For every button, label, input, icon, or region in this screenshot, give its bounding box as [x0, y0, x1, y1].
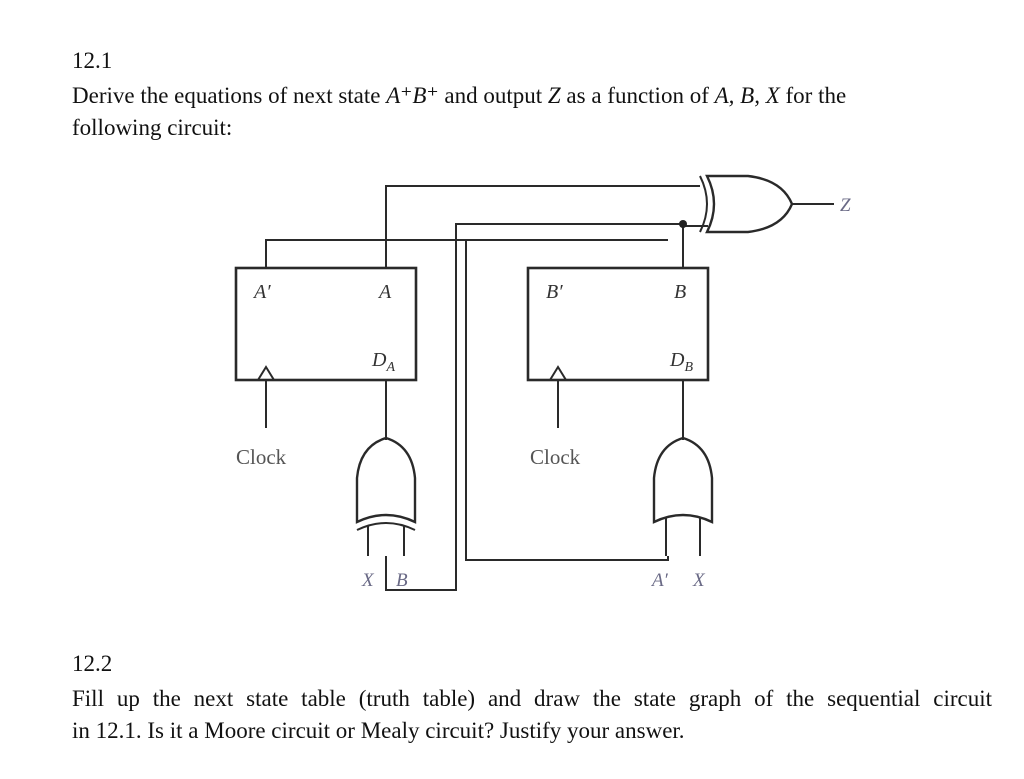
ff-b-qbar-label: B′ [546, 281, 563, 303]
q1-text-part: for the [779, 83, 847, 108]
wire-a-to-z [385, 185, 700, 268]
or-b-input-x-label: X [692, 570, 706, 591]
question-number-12-2: 12.2 [72, 651, 113, 676]
wire-a-prime [265, 239, 668, 268]
clock-label-a: Clock [236, 445, 287, 469]
ff-a-d-main: D [371, 349, 387, 371]
question-text-12-1-line2: following circuit: [72, 115, 233, 140]
xor-output-gate [705, 174, 794, 234]
xor-da-gate [355, 436, 417, 524]
question-number-12-1: 12.1 [72, 48, 113, 73]
ff-b-d-main: D [669, 349, 685, 371]
math-next-state: A⁺B⁺ [386, 83, 439, 108]
junction-dot [679, 220, 687, 228]
math-vars: A, B, X [714, 83, 780, 108]
question-text-12-2: Fill up the next state table (truth tabl… [72, 686, 992, 711]
ff-b-d-label: DB [669, 349, 693, 375]
xor-a-input-b-label: B [396, 570, 408, 591]
output-z-label: Z [840, 195, 851, 216]
ff-a-q-label: A [377, 281, 392, 303]
question-text-12-1: Derive the equations of next state A⁺B⁺ … [72, 80, 846, 112]
clock-triangle-a [257, 365, 275, 381]
xor-a-input-x-label: X [361, 570, 375, 591]
question-text-12-2-line2: in 12.1. Is it a Moore circuit or Mealy … [72, 718, 685, 743]
clock-triangle-b [549, 365, 567, 381]
xor-da-back-arc [356, 522, 416, 531]
clock-label-b: Clock [530, 445, 581, 469]
flip-flop-b [526, 266, 710, 382]
flip-flop-a [234, 266, 418, 382]
wire-b-feedback [385, 223, 683, 591]
ff-a-qbar-label: A′ [252, 281, 271, 303]
q1-text-part: as a function of [560, 83, 715, 108]
or-db-gate [652, 436, 714, 524]
ff-a-d-sub: A [385, 360, 395, 375]
ff-b-q-label: B [674, 281, 686, 303]
wire-a-prime-feedback [465, 240, 669, 561]
q1-text-part: Derive the equations of next state [72, 83, 387, 108]
q1-text-part: and output [438, 83, 548, 108]
or-b-input-a-prime-label: A′ [650, 570, 669, 591]
xor-output-back-arc [699, 175, 708, 233]
ff-a-d-label: DA [371, 349, 395, 375]
wire-b-to-z [682, 225, 708, 268]
ff-b-d-sub: B [684, 360, 693, 375]
math-output: Z [547, 83, 561, 108]
